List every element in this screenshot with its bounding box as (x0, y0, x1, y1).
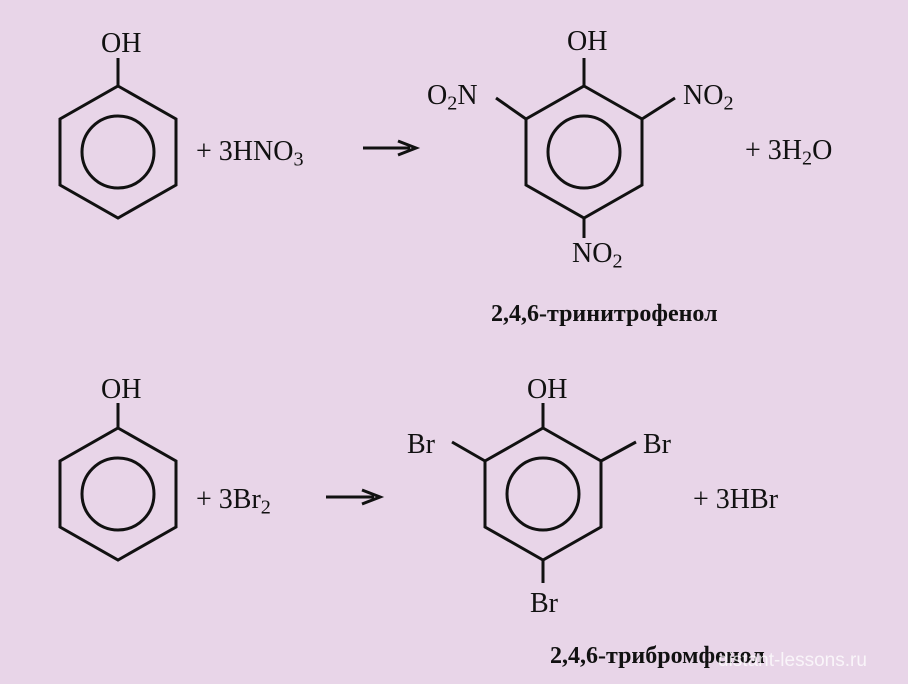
reaction-arrow-1 (363, 139, 421, 157)
nitric-acid-term: + 3HNO3 (196, 136, 304, 170)
bromine-term: + 3Br2 (196, 484, 271, 518)
bromine-label: + 3Br (196, 484, 261, 515)
no2-bottom-main: NO (572, 238, 613, 269)
water-main: + 3H (745, 135, 803, 166)
nitric-acid-label: + 3HNO (196, 136, 294, 167)
phenol-ring-1 (58, 58, 178, 220)
no2-left-o: O (427, 80, 448, 111)
no2-right-subscript: 2 (723, 92, 734, 115)
tribromophenol-ring (451, 403, 637, 583)
caption-tribromophenol: 2,4,6-трибромфенол (550, 643, 765, 669)
water-term: + 3H2O (745, 135, 833, 169)
nitric-acid-subscript: 3 (293, 148, 304, 171)
hbr-term: + 3HBr (693, 484, 779, 515)
bromine-subscript: 2 (260, 496, 271, 519)
br-left-label: Br (407, 429, 435, 460)
no2-left-n: N (457, 80, 478, 111)
water-tail: O (812, 135, 833, 166)
caption-trinitrophenol: 2,4,6-тринитрофенол (491, 301, 718, 327)
oh-label-product-2: OH (527, 374, 568, 405)
water-subscript: 2 (802, 147, 813, 170)
oh-label-reactant-2: OH (101, 374, 142, 405)
phenol-ring-2 (58, 403, 178, 562)
trinitrophenol-ring (495, 58, 676, 238)
br-right-label: Br (643, 429, 671, 460)
br-bottom-label: Br (530, 588, 558, 619)
no2-right-main: NO (683, 80, 724, 111)
oh-label-product-1: OH (567, 26, 608, 57)
reaction-arrow-2 (326, 488, 385, 506)
watermark: distant-lessons.ru (718, 650, 867, 671)
no2-bottom-label: NO2 (572, 238, 623, 272)
no2-bottom-subscript: 2 (612, 250, 623, 273)
no2-left-label: O2N (427, 80, 478, 114)
oh-label-reactant-1: OH (101, 28, 142, 59)
no2-left-subscript: 2 (447, 92, 458, 115)
no2-right-label: NO2 (683, 80, 734, 114)
